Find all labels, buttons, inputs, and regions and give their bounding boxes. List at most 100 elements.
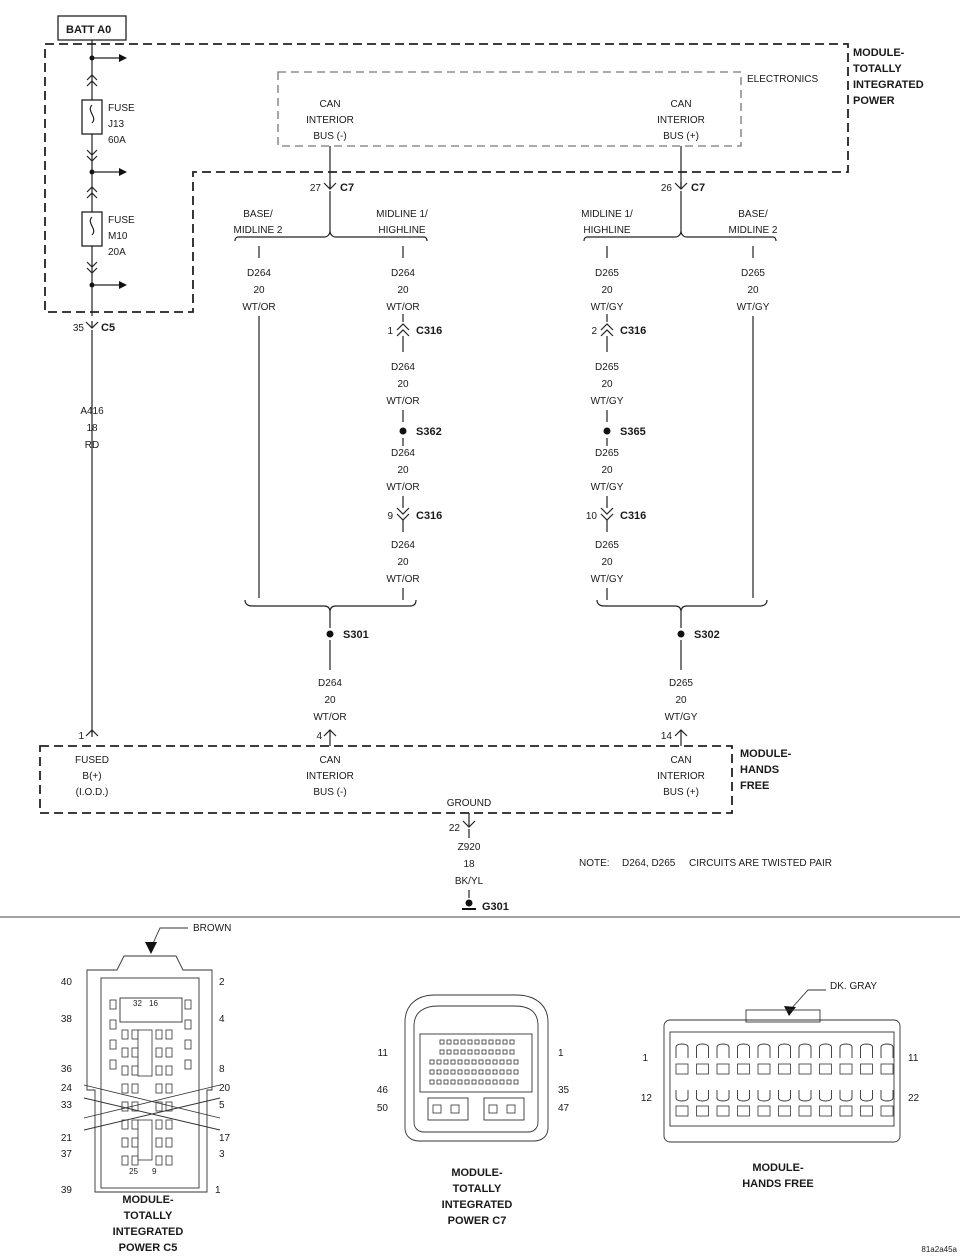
c316-9-connector-icon: [396, 507, 410, 521]
cavity: [471, 1079, 477, 1085]
c316-2-connector-icon: [600, 323, 614, 337]
cavity: [460, 1049, 466, 1055]
svg-text:12: 12: [641, 1093, 653, 1104]
svg-text:2: 2: [219, 977, 225, 988]
cavity: [492, 1059, 498, 1065]
svg-text:POWER C5: POWER C5: [119, 1242, 178, 1254]
cavity: [819, 1090, 832, 1102]
svg-text:D265: D265: [669, 678, 693, 689]
splice-s365-dot: [603, 427, 611, 435]
splice-s365-label: S365: [620, 426, 646, 438]
svg-text:BUS (-): BUS (-): [313, 131, 346, 142]
splice-s301-label: S301: [343, 629, 369, 641]
cavity: [450, 1079, 456, 1085]
cavity: [675, 1090, 689, 1102]
cavity: [155, 1029, 163, 1040]
electronics-label: ELECTRONICS: [747, 74, 818, 85]
cavity: [778, 1043, 791, 1058]
svg-text:CIRCUITS ARE TWISTED PAIR: CIRCUITS ARE TWISTED PAIR: [689, 858, 832, 869]
cavity: [155, 1101, 163, 1112]
svg-text:CAN: CAN: [670, 755, 691, 766]
c7-right-pin: 26: [661, 183, 673, 194]
cavity: [429, 1079, 435, 1085]
svg-text:INTERIOR: INTERIOR: [657, 115, 705, 126]
fuse-m10-label: FUSE M10 20A: [108, 215, 135, 258]
cavity: [131, 1065, 139, 1076]
svg-text:BUS (+): BUS (+): [663, 131, 699, 142]
cavity: [109, 1039, 117, 1050]
cavity: [471, 1069, 477, 1075]
cavity: [880, 1063, 894, 1075]
svg-text:39: 39: [61, 1185, 73, 1196]
svg-text:20: 20: [675, 695, 687, 706]
svg-text:FREE: FREE: [740, 780, 769, 792]
cavity: [443, 1059, 449, 1065]
z920-label: Z920 18 BK/YL: [455, 842, 484, 887]
svg-text:1: 1: [215, 1185, 221, 1196]
svg-text:NOTE:: NOTE:: [579, 858, 610, 869]
battery-source: BATT A0: [57, 15, 127, 41]
hf-pin14-connector-icon: [674, 729, 688, 738]
svg-text:MIDLINE 2: MIDLINE 2: [729, 225, 778, 236]
svg-text:21: 21: [61, 1133, 73, 1144]
cavity: [184, 1039, 192, 1050]
svg-text:60A: 60A: [108, 135, 126, 146]
svg-text:INTERIOR: INTERIOR: [657, 771, 705, 782]
svg-text:18: 18: [463, 859, 475, 870]
c5-cavities: [109, 997, 192, 1166]
cavity: [737, 1090, 750, 1102]
cavity: [860, 1043, 873, 1058]
power-bus: [81, 40, 127, 316]
svg-text:MODULE-: MODULE-: [740, 748, 792, 760]
cavity: [131, 1119, 139, 1130]
svg-text:11: 11: [908, 1053, 919, 1064]
svg-text:WT/GY: WT/GY: [591, 574, 624, 585]
hf-pin22-label: 22: [449, 823, 461, 834]
cavity: [457, 1079, 463, 1085]
can-plus-label: CAN INTERIOR BUS (+): [657, 99, 705, 142]
cavity: [485, 1059, 491, 1065]
cavity: [757, 1090, 771, 1102]
cavity: [716, 1090, 730, 1102]
twisted-pair-note: NOTE: D264, D265 CIRCUITS ARE TWISTED PA…: [579, 858, 832, 869]
c7-left-pin: 27: [310, 183, 322, 194]
svg-text:20: 20: [601, 557, 613, 568]
svg-text:(I.O.D.): (I.O.D.): [76, 787, 109, 798]
cavity: [131, 1137, 139, 1148]
batt-label: BATT A0: [66, 24, 111, 36]
hf-can-minus-label: CAN INTERIOR BUS (-): [306, 755, 354, 798]
svg-text:25: 25: [129, 1167, 138, 1176]
cavity: [696, 1105, 709, 1117]
cavity: [819, 1105, 832, 1117]
cavity: [716, 1063, 730, 1075]
svg-text:MODULE-: MODULE-: [122, 1194, 174, 1206]
cavity: [121, 1155, 129, 1166]
c316-1-pin: 1: [387, 326, 393, 337]
option-brace-right: [583, 230, 777, 242]
svg-text:WT/OR: WT/OR: [386, 482, 419, 493]
cavity: [443, 1069, 449, 1075]
svg-text:HANDS: HANDS: [740, 764, 779, 776]
cavity: [109, 999, 117, 1010]
hands-free-module-outline: [39, 745, 733, 814]
cavity: [506, 1079, 512, 1085]
cavity: [757, 1105, 771, 1117]
cavity: [450, 1059, 456, 1065]
svg-text:TOTALLY: TOTALLY: [453, 1183, 502, 1195]
cavity: [492, 1079, 498, 1085]
c7-right-label: C7: [691, 182, 705, 194]
option-mid-left: MIDLINE 1/ HIGHLINE: [376, 209, 428, 236]
svg-text:20: 20: [601, 379, 613, 390]
svg-text:BK/YL: BK/YL: [455, 876, 484, 887]
cavity: [860, 1090, 873, 1102]
svg-text:D264: D264: [318, 678, 342, 689]
svg-text:HANDS FREE: HANDS FREE: [742, 1178, 814, 1190]
cavity: [155, 1083, 163, 1094]
cavity: [798, 1043, 812, 1058]
svg-text:20: 20: [397, 557, 409, 568]
svg-text:TOTALLY: TOTALLY: [853, 63, 902, 75]
hf-pin1-label: 1: [78, 731, 84, 742]
c316-9-label: C316: [416, 510, 442, 522]
option-base-left: BASE/ MIDLINE 2: [234, 209, 283, 236]
cavity: [502, 1049, 508, 1055]
